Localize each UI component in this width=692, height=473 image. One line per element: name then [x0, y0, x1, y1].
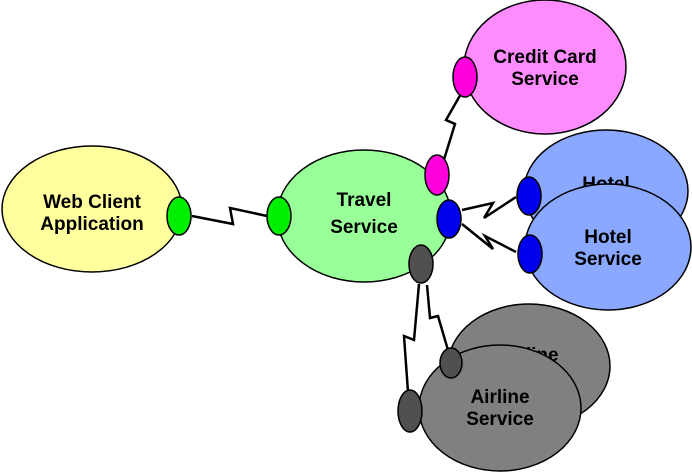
hotel-back-port[interactable]	[516, 176, 542, 216]
airline-back-port[interactable]	[439, 347, 463, 379]
credit-card-port[interactable]	[452, 56, 478, 98]
web-client-label-1: Web Client	[43, 192, 141, 213]
node-travel[interactable]: Travel Service	[276, 149, 452, 283]
web-client-label-2: Application	[40, 214, 143, 235]
travel-hotel-port[interactable]	[436, 199, 462, 239]
credit-card-label-2: Service	[511, 69, 579, 90]
hotel-front-label-2: Service	[574, 249, 642, 270]
connection-travel-hotel-back	[461, 195, 517, 220]
node-airline-front[interactable]: Airline Service	[418, 344, 582, 472]
node-hotel-front[interactable]: Hotel Service	[524, 183, 692, 311]
airline-front-label-2: Service	[466, 409, 534, 430]
travel-airline-port[interactable]	[408, 244, 434, 284]
node-web-client[interactable]: Web Client Application	[1, 145, 183, 273]
node-credit-card[interactable]: Credit Card Service	[463, 0, 627, 135]
hotel-front-label-1: Hotel	[584, 227, 632, 248]
travel-credit-port[interactable]	[424, 154, 450, 196]
connection-travel-credit	[440, 91, 464, 167]
travel-client-port[interactable]	[266, 196, 292, 236]
travel-label-1: Travel	[337, 190, 392, 211]
connection-travel-hotel-front	[461, 223, 517, 254]
travel-label-2: Service	[330, 217, 398, 238]
airline-front-port[interactable]	[397, 389, 423, 433]
hotel-front-port[interactable]	[517, 234, 543, 274]
connection-travel-airline-front	[402, 283, 421, 393]
credit-card-label-1: Credit Card	[493, 47, 596, 68]
connection-travel-airline-back	[425, 284, 452, 358]
connection-web-travel	[191, 206, 268, 226]
web-client-port[interactable]	[166, 196, 192, 236]
airline-front-label-1: Airline	[470, 387, 529, 408]
